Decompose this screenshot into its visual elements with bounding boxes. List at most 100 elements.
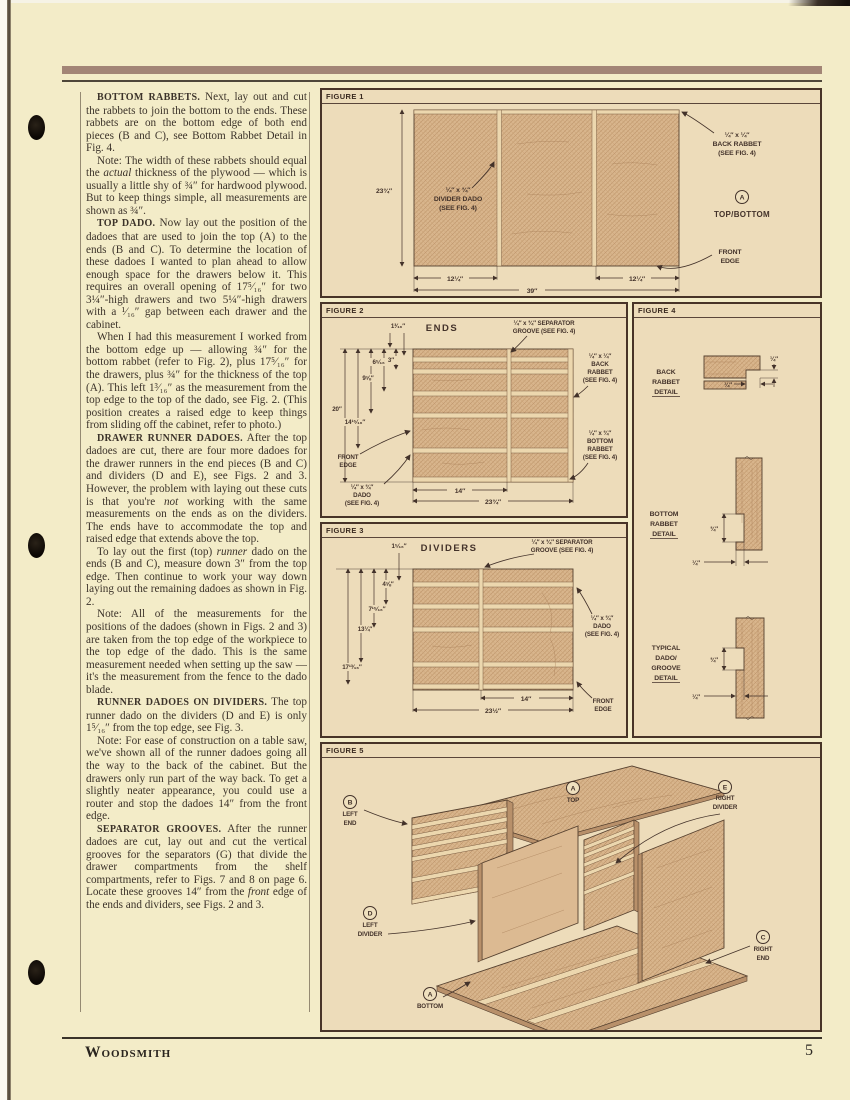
fig2-bottom-rabbet-1: ¼″ x ¾″	[589, 430, 612, 437]
header-accent-bar	[62, 66, 822, 74]
fig2-back-rabbet-1: ¼″ x ¼″	[589, 353, 612, 360]
fig3-top-dim: 1⁵⁄₁₆″	[391, 543, 406, 550]
detail-name: TYPICAL	[652, 645, 680, 652]
figure-3-label: FIGURE 3	[326, 526, 364, 535]
fig2-groove-dim: 14″	[455, 488, 466, 495]
fig2-dado-dim-1: 3″	[388, 357, 394, 364]
text-run: actual	[103, 167, 132, 180]
fig3-title: DIVIDERS	[421, 543, 478, 554]
fig1-width-dim: 39″	[527, 288, 538, 295]
fig1-part-letter: A	[740, 195, 745, 202]
paragraph-lead: BOTTOM RABBETS.	[97, 92, 201, 103]
figure-1-label: FIGURE 1	[326, 92, 364, 101]
fig2-dado-3: (SEE FIG. 4)	[345, 500, 379, 507]
fig2-wood-panel	[412, 348, 574, 483]
fig3-wood-panel	[412, 568, 574, 691]
article-text: BOTTOM RABBETS. Next, lay out and cut th…	[86, 91, 307, 912]
page-top-edge	[0, 0, 850, 3]
fig4-back-rabbet-detail: BACK RABBET DETAIL ¼″ ¼″	[652, 355, 778, 397]
text-run: After the runner dadoes are cut, lay out…	[86, 822, 308, 899]
fig2-back-rabbet-2: BACK	[591, 361, 609, 368]
detail-name: DADO/	[655, 655, 677, 662]
fig1-height-dim: 23¾″	[376, 187, 393, 195]
detail-dim: ¼″	[692, 694, 700, 701]
text-run: runner	[216, 545, 248, 558]
text-run: working with the same measurements on th…	[86, 495, 307, 546]
fig5-bottom-letter: A	[428, 992, 433, 999]
binder-hole	[28, 115, 45, 140]
header-rule	[62, 80, 822, 82]
footer-brand: Woodsmith	[85, 1044, 172, 1061]
text-run: The top runner dado on the dividers (D a…	[86, 696, 307, 735]
paragraph-lead: SEPARATOR GROOVES.	[97, 823, 222, 835]
page-binding-edge	[7, 0, 11, 1100]
text-run: After the top dadoes are cut, there are …	[86, 431, 308, 508]
paragraph: RUNNER DADOES ON DIVIDERS. The top runne…	[86, 696, 307, 735]
paragraph: Note: All of the measurements for the po…	[86, 608, 307, 696]
fig2-back-rabbet-3: RABBET	[587, 369, 613, 376]
fig5-bottom-1: BOTTOM	[417, 1003, 443, 1010]
text-run: thickness of the plywood — which is usua…	[86, 167, 307, 217]
fig5-right-divider-2: DIVIDER	[713, 804, 738, 811]
fig3-depth-dim: 23½″	[485, 707, 502, 715]
fig1-front-edge-1: FRONT	[719, 249, 743, 256]
fig3-dado-3: (SEE FIG. 4)	[585, 631, 619, 638]
fig2-bottom-rabbet-2: BOTTOM	[587, 438, 613, 445]
fig2-title: ENDS	[426, 323, 458, 334]
fig5-left-divider-1: LEFT	[362, 922, 377, 929]
fig2-annotations: ¼″ x ¾″ SEPARATOR GROOVE (SEE FIG. 4) ¼″…	[338, 320, 618, 507]
fig5-left-end-2: END	[344, 820, 357, 827]
paragraph-lead: TOP DADO.	[97, 218, 156, 230]
detail-dim: ¼″	[724, 382, 732, 389]
figure-3-titlebar: FIGURE 3	[322, 524, 626, 538]
text-run: Note: For ease of construction on a tabl…	[86, 734, 307, 823]
fig2-dado-1: ¼″ x ¾″	[351, 484, 374, 491]
fig1-back-rabbet-name: BACK RABBET	[713, 141, 763, 148]
fig2-back-rabbet-4: (SEE FIG. 4)	[583, 377, 617, 384]
fig2-dado-dim-2: 6⁵⁄₁₆″	[372, 359, 387, 366]
fig2-drawing: ENDS 20″ 14¹⁵⁄₁₆″	[330, 320, 618, 507]
text-run: Next, lay out and cut the rabbets to joi…	[86, 91, 307, 155]
text-run: Now lay out the position of the dadoes t…	[86, 217, 307, 331]
fig5-left-end-letter: B	[348, 800, 353, 807]
text-run: edge of the ends and dividers, see Figs.…	[86, 886, 307, 911]
figure-5-panel: FIGURE 5	[320, 742, 822, 1032]
figure-5-titlebar: FIGURE 5	[322, 744, 820, 758]
page-corner-mark	[778, 0, 850, 6]
detail-name: DETAIL	[654, 389, 677, 396]
fig1-right-dim: 12¼″	[629, 275, 646, 283]
paragraph: DRAWER RUNNER DADOES. After the top dado…	[86, 432, 307, 546]
text-run: dado on the ends (B and C), measure down…	[86, 545, 308, 608]
text-run: front	[247, 886, 270, 899]
fig1-back-rabbet-size: ¼″ x ¼″	[725, 131, 751, 139]
fig5-right-divider-letter: E	[723, 785, 728, 792]
paragraph: BOTTOM RABBETS. Next, lay out and cut th…	[86, 91, 307, 155]
fig2-bottom-rabbet-4: (SEE FIG. 4)	[583, 454, 617, 461]
page-number: 5	[805, 1042, 813, 1059]
column-rule-left	[80, 92, 81, 1012]
fig3-dado-dim-1: 4⅝″	[382, 581, 393, 588]
fig4-bottom-rabbet-detail: BOTTOM RABBET DETAIL ¾″ ¼″	[650, 456, 768, 567]
footer-rule	[62, 1037, 822, 1039]
fig2-separator-groove-1: ¼″ x ¾″ SEPARATOR	[514, 320, 576, 327]
figure-1-titlebar: FIGURE 1	[322, 90, 820, 104]
paragraph: Note: For ease of construction on a tabl…	[86, 735, 307, 823]
detail-name: RABBET	[652, 379, 681, 386]
figure-1-panel: FIGURE 1 23¾″ 12¼″ 12¼″	[320, 88, 822, 298]
fig4-drawing: BACK RABBET DETAIL ¼″ ¼″ BOTTOM RABBET D	[650, 355, 778, 720]
figure-4-label: FIGURE 4	[638, 306, 676, 315]
fig2-dado-dim-4: 14¹⁵⁄₁₆″	[345, 419, 366, 426]
fig5-drawing: B LEFT END D LEFT DIVIDER A TOP E RIGHT …	[342, 765, 773, 1030]
column-rule-right	[309, 92, 310, 1012]
detail-name: BOTTOM	[650, 511, 679, 518]
fig1-dimensions: 23¾″ 12¼″ 12¼″ 39″	[376, 109, 680, 295]
fig5-callouts: B LEFT END D LEFT DIVIDER A TOP E RIGHT …	[342, 780, 773, 1010]
fig1-part-circle	[735, 190, 749, 204]
fig3-drawing: DIVIDERS 17¹³⁄₁₆″ 13¼″	[336, 539, 619, 715]
fig3-separator-groove-1: ¼″ x ¾″ SEPARATOR	[532, 539, 594, 546]
text-run: To lay out the first (top)	[97, 545, 217, 558]
fig3-dado-dim-4: 17¹³⁄₁₆″	[342, 664, 362, 671]
text-run: Note: All of the measurements for the po…	[86, 608, 307, 696]
fig3-groove-dim: 14″	[521, 696, 532, 703]
text-run: Note: The width of these rabbets should …	[86, 154, 307, 180]
